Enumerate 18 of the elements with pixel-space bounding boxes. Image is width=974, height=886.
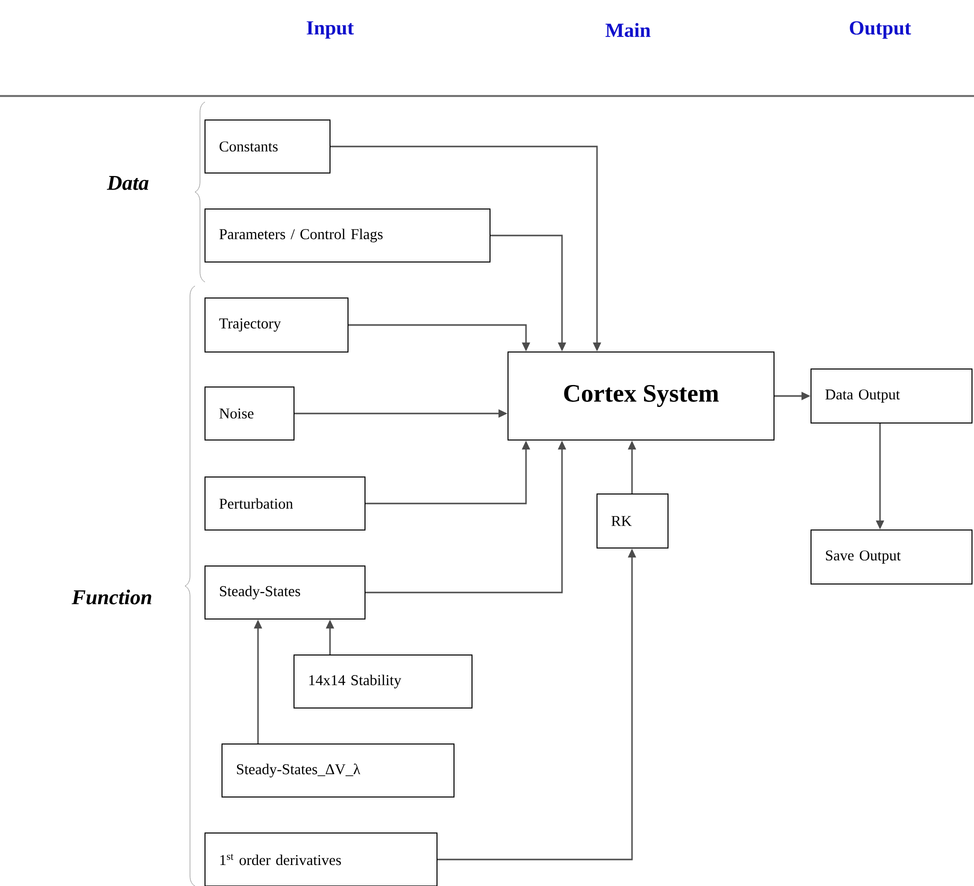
process-box: Noise	[204, 386, 294, 440]
process-box: Constants	[204, 120, 330, 174]
column-heading: Output	[850, 21, 912, 39]
process-box: RK	[596, 494, 668, 548]
group-label: Data	[106, 176, 148, 190]
process-box: Save Output	[810, 530, 973, 584]
process-box: Trajectory	[204, 298, 348, 352]
process-box: 1$^{st}$ order derivatives	[204, 832, 438, 886]
column-heading: Input	[306, 21, 354, 39]
process-box: Parameters / Control Flags	[204, 208, 490, 262]
system-box: Cortex System	[508, 352, 774, 440]
process-box: Perturbation	[204, 476, 366, 530]
group-label: Function	[72, 590, 152, 604]
process-box: Steady-States	[204, 566, 366, 620]
process-box: Steady-States_ΔV_λ	[222, 744, 454, 798]
column-heading: Main	[606, 22, 650, 38]
process-box: Data Output	[810, 368, 973, 424]
process-box: 14x14 Stability	[294, 654, 472, 708]
